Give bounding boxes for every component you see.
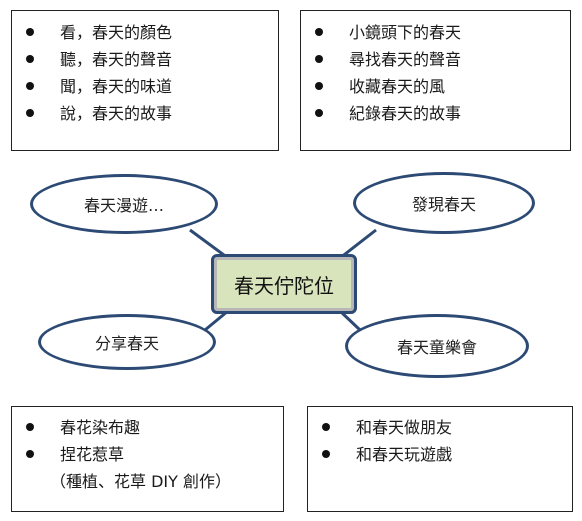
bullet-icon xyxy=(315,82,323,90)
list-item: 和春天玩遊戲 xyxy=(308,441,572,468)
list-item-text: 春花染布趣 xyxy=(60,418,141,437)
bullet-icon xyxy=(322,450,330,458)
node-top-right: 發現春天 xyxy=(353,172,535,234)
list-item: 和春天做朋友 xyxy=(308,414,572,441)
central-topic: 春天佇陀位 xyxy=(211,254,357,314)
connector-bottom-left xyxy=(204,309,229,332)
bullet-icon xyxy=(315,109,323,117)
list-item: 聽，春天的聲音 xyxy=(12,46,278,73)
list-item-text: 聞，春天的味道 xyxy=(60,77,173,96)
activity-box-top-left: 看，春天的顏色 聽，春天的聲音 聞，春天的味道 說，春天的故事 xyxy=(11,10,279,151)
bullet-icon xyxy=(315,55,323,63)
list-item: 說，春天的故事 xyxy=(12,100,278,127)
list-item-text: 和春天做朋友 xyxy=(356,418,453,437)
list-item-note: （種植、花草 DIY 創作） xyxy=(12,468,283,495)
list-item: 看，春天的顏色 xyxy=(12,19,278,46)
bullet-icon xyxy=(26,423,34,431)
list-item-note-text: （種植、花草 DIY 創作） xyxy=(50,472,231,491)
connector-bottom-right xyxy=(338,309,362,332)
list-item-text: 捏花惹草 xyxy=(60,445,125,464)
node-label: 發現春天 xyxy=(411,195,476,214)
activity-box-bottom-right: 和春天做朋友 和春天玩遊戲 xyxy=(307,406,573,512)
list-item: 紀錄春天的故事 xyxy=(301,100,570,127)
list-item: 尋找春天的聲音 xyxy=(301,46,570,73)
central-topic-label: 春天佇陀位 xyxy=(234,273,334,298)
node-bottom-right: 春天童樂會 xyxy=(345,314,529,378)
bullet-icon xyxy=(26,450,34,458)
bullet-icon xyxy=(26,55,34,63)
list-item-text: 看，春天的顏色 xyxy=(60,23,173,42)
connector-top-left xyxy=(189,228,229,260)
list-item: 春花染布趣 xyxy=(12,414,283,441)
node-bottom-left: 分享春天 xyxy=(38,314,216,370)
node-label: 春天童樂會 xyxy=(396,338,477,357)
list-item-text: 收藏春天的風 xyxy=(349,77,446,96)
list-item-text: 聽，春天的聲音 xyxy=(60,50,173,69)
bullet-icon xyxy=(322,423,330,431)
node-label: 春天漫遊… xyxy=(83,196,164,215)
list-item-text: 小鏡頭下的春天 xyxy=(349,23,462,42)
node-label: 分享春天 xyxy=(94,334,159,353)
connector-top-right xyxy=(339,228,377,260)
list-item: 捏花惹草 xyxy=(12,441,283,468)
bullet-icon xyxy=(315,28,323,36)
list-item: 收藏春天的風 xyxy=(301,73,570,100)
list-item-text: 和春天玩遊戲 xyxy=(356,445,453,464)
list-item-text: 紀錄春天的故事 xyxy=(349,104,462,123)
node-top-left: 春天漫遊… xyxy=(30,174,218,234)
bullet-icon xyxy=(26,28,34,36)
activity-box-top-right: 小鏡頭下的春天 尋找春天的聲音 收藏春天的風 紀錄春天的故事 xyxy=(300,10,571,151)
list-item-text: 尋找春天的聲音 xyxy=(349,50,462,69)
list-item: 小鏡頭下的春天 xyxy=(301,19,570,46)
bullet-icon xyxy=(26,82,34,90)
bullet-icon xyxy=(26,109,34,117)
list-item-text: 說，春天的故事 xyxy=(60,104,173,123)
list-item: 聞，春天的味道 xyxy=(12,73,278,100)
activity-box-bottom-left: 春花染布趣 捏花惹草 （種植、花草 DIY 創作） xyxy=(11,406,284,512)
